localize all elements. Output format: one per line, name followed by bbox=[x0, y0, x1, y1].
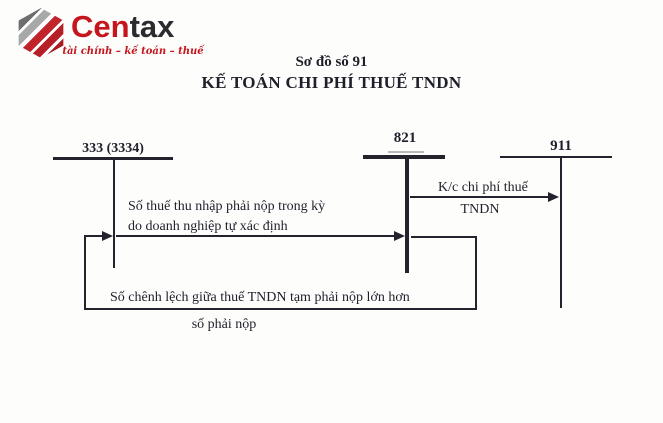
centax-logo: Centax tài chính – kế toán – thuế bbox=[13, 6, 204, 62]
account-911-stem bbox=[560, 158, 562, 308]
flow-accrual-arrow-line bbox=[116, 235, 396, 237]
flow-transfer-label-line1: K/c chi phí thuế bbox=[438, 180, 528, 195]
account-821-label-underline bbox=[388, 151, 424, 153]
brand-text-cen: Cen bbox=[71, 9, 130, 44]
brand-text-tax: tax bbox=[129, 9, 175, 44]
flow-adjustment-arrowhead-icon bbox=[102, 231, 113, 241]
account-821-topline bbox=[363, 155, 445, 159]
account-333-label: 333 (3334) bbox=[82, 141, 144, 156]
flow-adjustment-right-side bbox=[475, 236, 477, 310]
account-911-label: 911 bbox=[550, 138, 572, 154]
diagram-number: Sơ đồ số 91 bbox=[295, 54, 368, 70]
account-821-stem bbox=[405, 159, 409, 273]
page-title: Sơ đồ số 91 KẾ TOÁN CHI PHÍ THUẾ TNDN bbox=[0, 53, 663, 93]
flow-transfer-label-line2: TNDN bbox=[460, 202, 500, 217]
account-821-label: 821 bbox=[393, 130, 417, 146]
flow-accrual-arrowhead-icon bbox=[394, 231, 405, 241]
account-333-stem bbox=[113, 160, 115, 268]
flow-transfer-arrowhead-icon bbox=[548, 192, 559, 202]
flow-transfer-arrow-line bbox=[410, 196, 550, 198]
centax-brand-text: Centax bbox=[71, 10, 174, 44]
flow-adjustment-arrow-line bbox=[84, 235, 104, 237]
account-911-topline bbox=[500, 156, 612, 158]
flow-adjustment-label-line1: Số chênh lệch giữa thuế TNDN tạm phải nộ… bbox=[110, 290, 410, 305]
flow-accrual-label-line1: Số thuế thu nhập phải nộp trong kỳ bbox=[128, 199, 326, 214]
flow-adjustment-left-side bbox=[84, 235, 86, 310]
flow-accrual-label-line2: do doanh nghiệp tự xác định bbox=[128, 219, 288, 234]
flow-adjustment-label-line2: số phải nộp bbox=[191, 317, 257, 332]
flow-adjustment-bottom-line bbox=[84, 308, 477, 310]
diagram-title: KẾ TOÁN CHI PHÍ THUẾ TNDN bbox=[201, 73, 462, 92]
account-333-topline bbox=[53, 157, 173, 160]
centax-tagline: tài chính – kế toán – thuế bbox=[62, 46, 204, 57]
flow-adjustment-right-stub bbox=[411, 236, 476, 238]
